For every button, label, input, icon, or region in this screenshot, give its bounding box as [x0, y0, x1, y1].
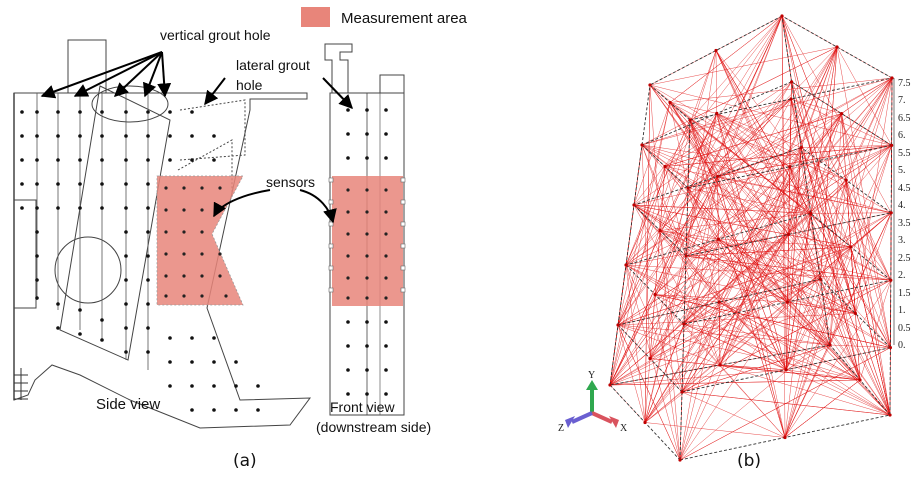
sensor-node	[632, 203, 636, 207]
sensor-node	[686, 186, 690, 190]
tick-label: 7.5	[898, 78, 911, 89]
legend-label: Measurement area	[341, 10, 468, 27]
sensor-node	[849, 245, 853, 249]
sensor-node	[653, 292, 657, 297]
sensor-node	[624, 263, 628, 267]
sensor-node	[844, 178, 848, 182]
lateral-grout-label: lateral grout	[236, 57, 310, 73]
tick-label: 2.5	[898, 253, 911, 264]
legend-swatch	[301, 7, 330, 27]
inclined-shaft	[59, 85, 171, 361]
sensor-node	[799, 146, 803, 150]
sensor-node	[648, 83, 652, 87]
sensor-node	[890, 143, 894, 147]
sensor-node	[688, 118, 692, 122]
panel-b: 7.5 7. 6.5 6. 5.5 5. 4.5 4. 3.5 3. 2.5 2…	[558, 14, 911, 471]
sensors-label: sensors	[266, 174, 315, 190]
sensor-node	[858, 378, 862, 382]
caption-b: (b)	[737, 451, 761, 471]
tick-label: 7.	[898, 95, 906, 106]
sensor-node	[716, 174, 720, 178]
tick-label: 4.	[898, 200, 906, 211]
side-measurement-area	[156, 175, 244, 306]
side-view-label: Side view	[96, 396, 160, 413]
sensor-node	[616, 323, 620, 327]
tick-label: 0.5	[898, 323, 911, 334]
sensor-node	[648, 356, 652, 361]
gallery-circle	[54, 236, 122, 304]
axis-x-label: X	[620, 423, 628, 434]
sensor-node	[789, 97, 793, 101]
hole-label: hole	[236, 77, 263, 93]
sensor-node	[718, 363, 722, 367]
sensor-node	[840, 112, 844, 116]
tick-label: 1.5	[898, 288, 911, 299]
tick-label: 3.5	[898, 218, 911, 229]
sensor-node	[780, 14, 784, 18]
side-view	[13, 39, 312, 429]
sensor-node	[788, 165, 792, 169]
tick-label: 6.	[898, 130, 906, 141]
sensor-node	[787, 232, 791, 236]
axis-z-label: Z	[558, 423, 564, 434]
sensor-node	[853, 311, 858, 315]
sensor-ray-network	[609, 15, 893, 461]
sensor-node	[818, 277, 823, 281]
sensor-node	[668, 100, 672, 105]
tick-label: 5.5	[898, 148, 911, 159]
height-tick-labels: 7.5 7. 6.5 6. 5.5 5. 4.5 4. 3.5 3. 2.5 2…	[898, 78, 911, 351]
sensor-node	[663, 164, 667, 169]
side-grid-dots	[20, 110, 260, 412]
downstream-label: (downstream side)	[316, 419, 431, 435]
annotation-arrows	[40, 51, 353, 224]
front-view-label: Front view	[330, 399, 395, 415]
sensor-node	[784, 368, 788, 372]
sensor-node	[716, 237, 721, 241]
axis-y-label: Y	[588, 370, 595, 381]
sensor-node	[684, 254, 688, 258]
sensor-node	[714, 48, 718, 53]
sensor-node	[888, 346, 893, 350]
sensor-node	[658, 228, 662, 233]
sensor-node	[643, 420, 647, 425]
sensor-node	[608, 383, 612, 387]
sensor-node	[678, 458, 682, 462]
sensor-node	[890, 76, 894, 80]
legend: Measurement area	[301, 7, 468, 27]
vertical-grout-hole-label: vertical grout hole	[160, 27, 271, 43]
sensor-node	[715, 111, 719, 115]
sensor-node	[828, 343, 832, 347]
tick-label: 4.5	[898, 183, 911, 194]
sensor-node	[835, 45, 839, 49]
front-measurement-area	[328, 176, 406, 306]
tick-label: 3.	[898, 235, 906, 246]
tick-label: 2.	[898, 270, 906, 281]
tick-label: 5.	[898, 165, 906, 176]
sensor-node	[783, 435, 787, 440]
tick-label: 0.	[898, 340, 906, 351]
sensor-node	[790, 80, 794, 84]
sensor-node	[717, 300, 721, 304]
sensor-node	[888, 413, 892, 417]
sensor-nodes	[608, 14, 894, 462]
caption-a: (a)	[233, 451, 257, 471]
sensor-node	[809, 211, 813, 215]
sensor-node	[682, 322, 686, 326]
sensor-node	[640, 143, 644, 147]
front-grid-dots	[346, 108, 388, 396]
sensor-node	[889, 211, 893, 215]
axis-triad: Y Z X	[558, 370, 628, 434]
tick-label: 1.	[898, 305, 906, 316]
panel-a: Measurement area	[13, 7, 468, 471]
tick-label: 6.5	[898, 113, 911, 124]
sensor-node	[785, 300, 790, 304]
sensor-node	[889, 278, 893, 282]
dam-outline	[13, 92, 312, 429]
sensor-node	[680, 390, 684, 394]
